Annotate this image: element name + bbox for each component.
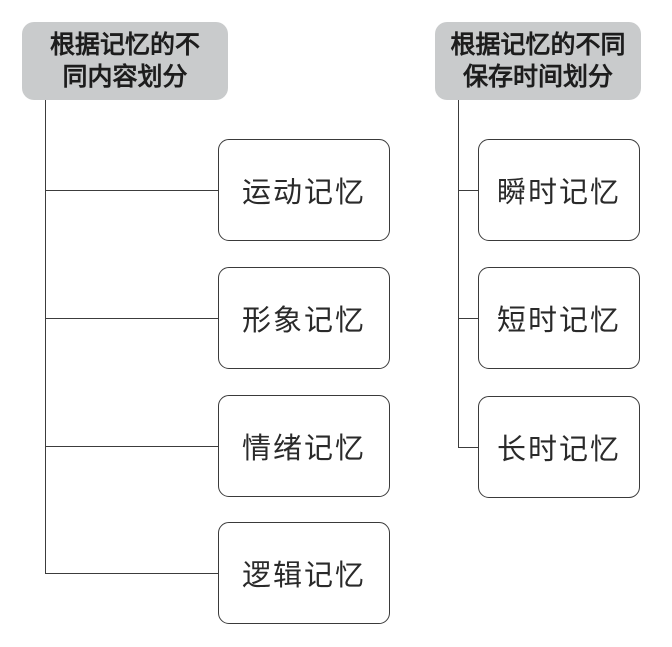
connector-trunk-left [45, 100, 46, 574]
leaf-node-motor-memory[interactable]: 运动记忆 [218, 139, 390, 241]
connector-branch-left-4 [45, 573, 219, 574]
root-node-by-duration-label: 根据记忆的不同 保存时间划分 [450, 31, 626, 91]
connector-branch-right-2 [458, 318, 479, 319]
leaf-node-emotional-memory[interactable]: 情绪记忆 [218, 395, 390, 497]
leaf-node-emotional-memory-label: 情绪记忆 [241, 433, 366, 465]
leaf-node-sensory-memory-label: 瞬时记忆 [496, 177, 621, 209]
leaf-node-sensory-memory[interactable]: 瞬时记忆 [478, 139, 640, 241]
leaf-node-long-term-memory-label: 长时记忆 [496, 434, 621, 466]
leaf-node-long-term-memory[interactable]: 长时记忆 [478, 396, 640, 498]
connector-trunk-right [458, 100, 459, 448]
leaf-node-logical-memory[interactable]: 逻辑记忆 [218, 522, 390, 624]
leaf-node-motor-memory-label: 运动记忆 [241, 177, 366, 209]
connector-branch-left-2 [45, 318, 219, 319]
leaf-node-logical-memory-label: 逻辑记忆 [241, 560, 366, 592]
connector-branch-right-3 [458, 447, 479, 448]
leaf-node-short-term-memory-label: 短时记忆 [496, 305, 621, 337]
root-node-by-duration[interactable]: 根据记忆的不同 保存时间划分 [435, 22, 641, 100]
connector-branch-left-3 [45, 446, 219, 447]
root-node-by-content-label: 根据记忆的不 同内容划分 [49, 31, 200, 91]
root-node-by-content[interactable]: 根据记忆的不 同内容划分 [22, 22, 228, 100]
leaf-node-image-memory[interactable]: 形象记忆 [218, 267, 390, 369]
connector-branch-right-1 [458, 190, 479, 191]
leaf-node-short-term-memory[interactable]: 短时记忆 [478, 267, 640, 369]
leaf-node-image-memory-label: 形象记忆 [241, 305, 366, 337]
connector-branch-left-1 [45, 190, 219, 191]
